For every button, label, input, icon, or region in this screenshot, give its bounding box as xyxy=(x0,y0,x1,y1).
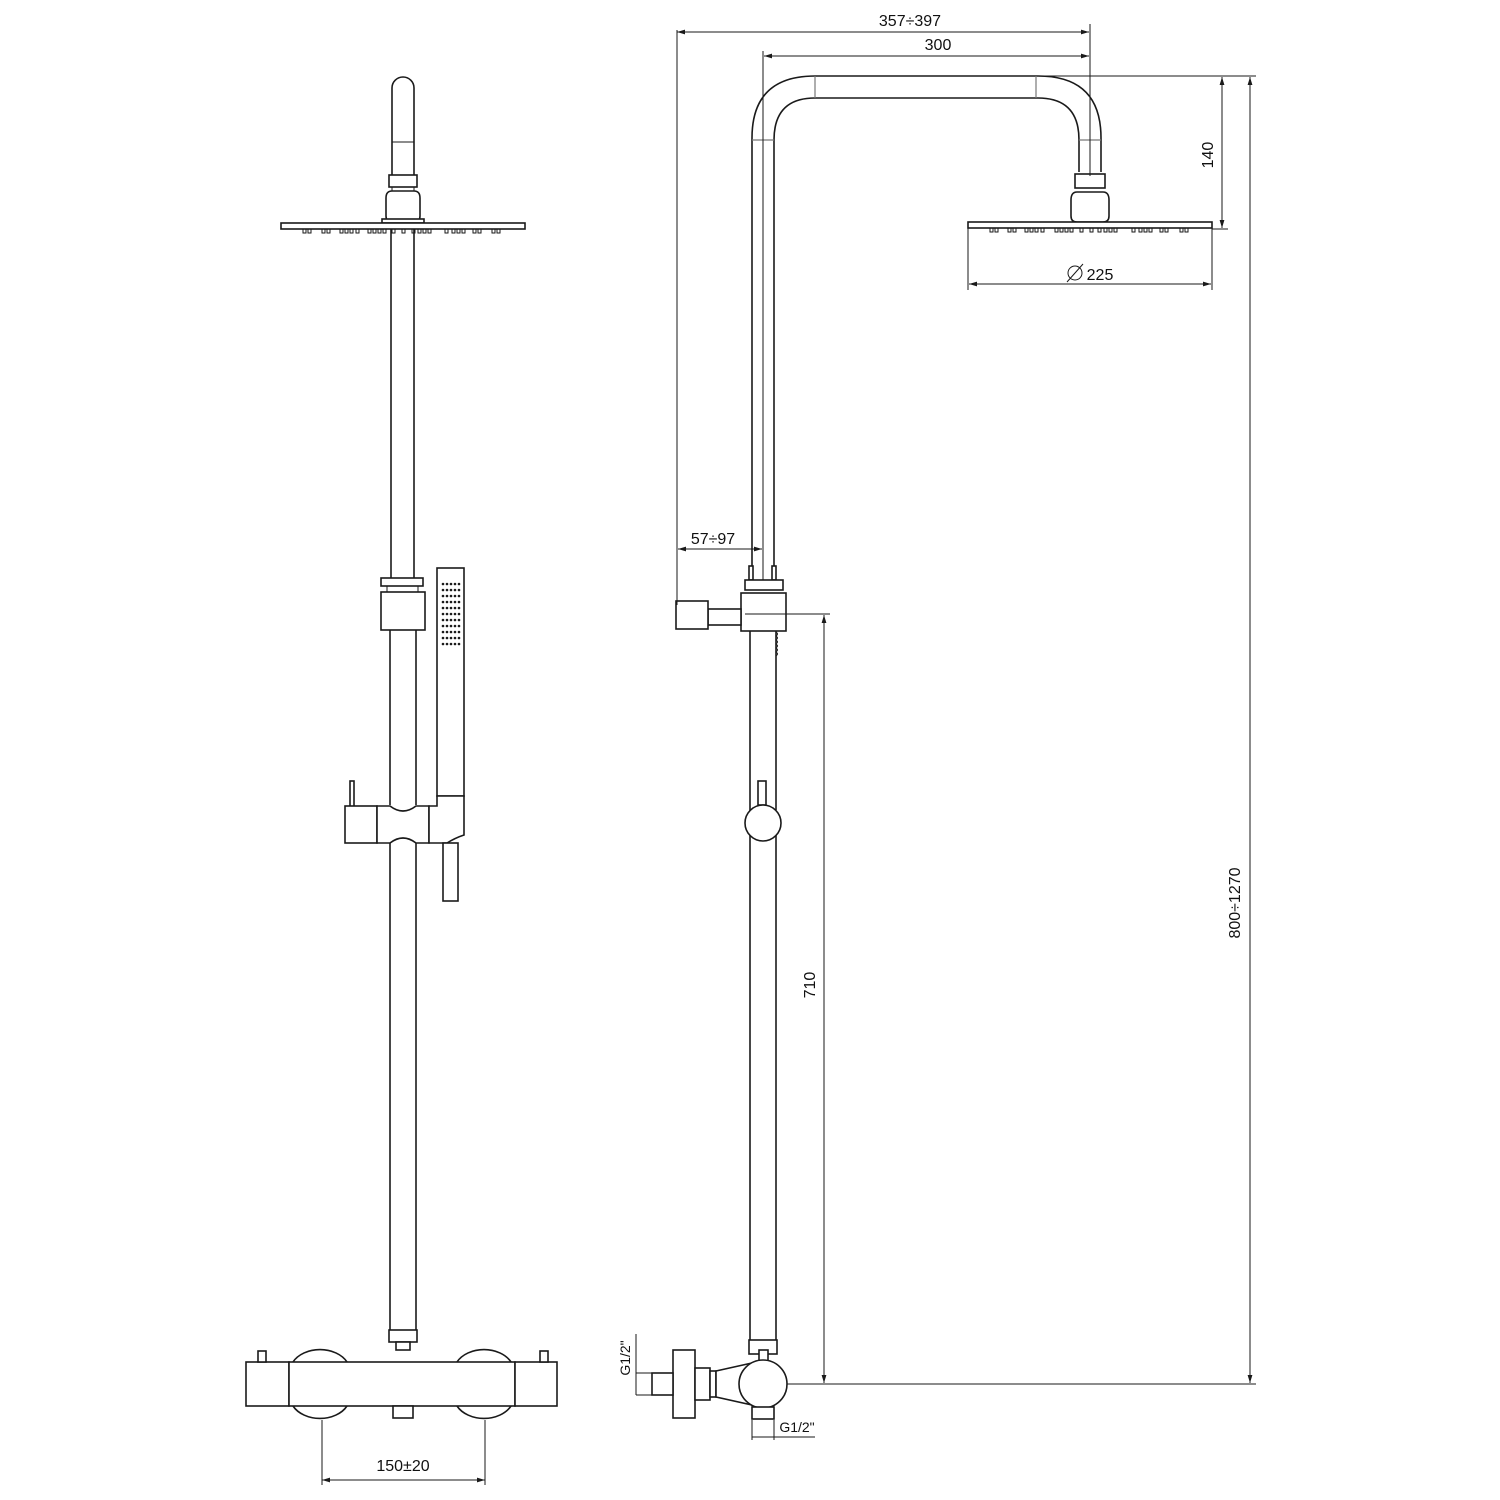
riser-coupling xyxy=(380,591,426,631)
wall-bracket-plate xyxy=(675,600,709,630)
dim-inlet-thread: G1/2" xyxy=(617,1340,633,1375)
rain-shower-head xyxy=(280,222,526,230)
ball-joint xyxy=(385,190,421,223)
hand-shower-spray-dots xyxy=(441,582,461,646)
mixer-body xyxy=(288,1361,516,1407)
slider-bracket xyxy=(376,805,430,844)
side-wall-flange xyxy=(672,1349,696,1419)
hand-shower-hose-connector xyxy=(442,842,459,902)
side-inlet-pipe xyxy=(651,1372,674,1396)
hand-shower-holder xyxy=(428,795,465,844)
side-shower-head-nozzles xyxy=(989,228,1189,233)
side-rain-shower-head xyxy=(967,221,1213,229)
dim-head-drop: 140 xyxy=(1200,142,1217,169)
side-coupling-nut xyxy=(744,579,784,591)
temperature-handle xyxy=(245,1361,290,1407)
side-mixer-body xyxy=(738,1359,788,1409)
mixer-outlet-nut xyxy=(388,1329,418,1343)
dim-total-height: 800÷1270 xyxy=(1227,867,1244,938)
side-slider-pin xyxy=(757,780,767,806)
side-eccentric-nut xyxy=(694,1367,711,1401)
dim-outlet-thread: G1/2" xyxy=(779,1419,814,1435)
slider-knob xyxy=(344,805,378,844)
mixer-bottom-outlet xyxy=(392,1405,414,1419)
wall-bracket-rod xyxy=(707,608,742,626)
wall-flange-left xyxy=(292,1348,348,1363)
dim-diverter-height: 710 xyxy=(802,972,819,999)
head-ball-joint xyxy=(1070,191,1110,223)
dim-inlet-spacing: 150±20 xyxy=(376,1458,429,1475)
overhead-arm-inner xyxy=(773,97,1080,566)
side-bottom-outlet xyxy=(751,1406,775,1420)
front-view: 150±20 xyxy=(245,76,558,1485)
dim-overall-projection: 357÷397 xyxy=(879,13,941,30)
side-coupling-body xyxy=(740,592,787,632)
flow-handle xyxy=(514,1361,558,1407)
side-slider-knob xyxy=(744,804,782,842)
side-view: 357÷397 300 140 225 57÷97 710 800÷1270 xyxy=(617,13,1256,1440)
hand-shower xyxy=(436,567,465,797)
dim-arm-length: 300 xyxy=(925,37,952,54)
shower-arm-stem xyxy=(391,76,415,175)
wall-flange-right xyxy=(456,1348,512,1363)
riser-coupling-nut xyxy=(380,577,424,587)
slider-lock-pin xyxy=(349,780,355,808)
dim-wall-offset: 57÷97 xyxy=(691,531,735,548)
dim-head-diameter: 225 xyxy=(1087,267,1114,284)
swivel-nut xyxy=(388,174,418,188)
diameter-symbol-icon xyxy=(1066,263,1084,283)
head-swivel-nut xyxy=(1074,173,1106,189)
overhead-arm-outer xyxy=(751,75,1102,566)
